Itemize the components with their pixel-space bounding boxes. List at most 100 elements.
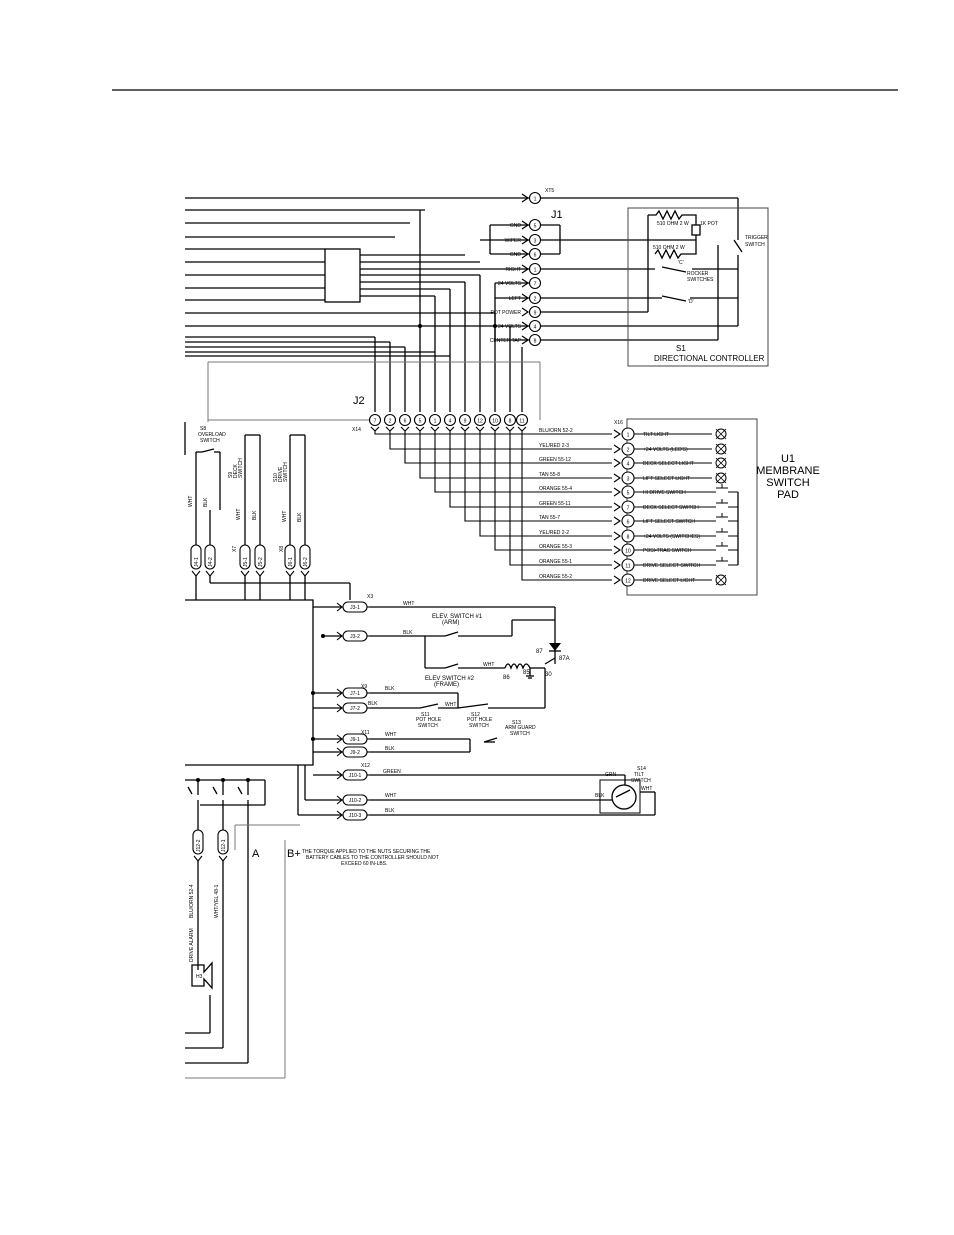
j2-label: J2: [353, 395, 365, 407]
alarm-label: DRIVE ALARM: [189, 928, 195, 962]
j12-connector: J12-1: [217, 829, 229, 862]
j2-pin-number: 11: [519, 419, 524, 425]
connector-label: J7-1: [350, 691, 360, 697]
torque-note-2: BATTERY CABLES TO THE CONTROLLER SHOULD …: [306, 855, 439, 861]
j1-pin-number: 7: [534, 282, 537, 288]
connector-label: J6-2: [303, 557, 309, 567]
d-label: 'D': [688, 299, 694, 305]
u1-pin-number: 3: [627, 477, 630, 483]
res1-label: 510 OHM 2 W: [657, 221, 689, 227]
j12-connector: J12-2: [192, 829, 204, 862]
s14-wht: WHT: [641, 786, 652, 792]
wire-blk-s10: BLK: [297, 512, 303, 522]
u1-wire-label: TAN 55-8: [539, 472, 560, 478]
j3-1-wire: WHT: [403, 601, 414, 607]
j1-pin-number: 5: [534, 224, 537, 230]
u1-pin-number: 11: [625, 564, 630, 570]
alarm-ref: H3: [196, 974, 203, 980]
j2-pin: 7: [368, 413, 382, 432]
connector-label: J10-2: [349, 798, 362, 804]
u1-title-3: SWITCH: [766, 477, 809, 489]
u1-wire-label: TAN 55-7: [539, 515, 560, 521]
u1-wire-label: ORANGE 55-2: [539, 574, 572, 580]
connector-label: J3-2: [350, 634, 360, 640]
rocker-label-1: ROCKER: [687, 271, 709, 277]
point-a: A: [252, 848, 260, 860]
vertical-connector: J4-1: [190, 544, 202, 577]
horizontal-connector: J10-3: [336, 809, 370, 821]
elev1-label: ELEV. SWITCH #1: [432, 614, 483, 620]
u1-row-label: LIFT SELECT SWITCH: [643, 519, 695, 525]
u1-title-1: U1: [781, 453, 795, 465]
j1-pin-number: 2: [534, 297, 537, 303]
j9-1-wire: WHT: [385, 732, 396, 738]
wht-yel-wire: WHT/YEL 48-1: [214, 884, 220, 918]
j1-pin-label: CENTER TAP: [490, 338, 522, 344]
x8-ref: X8: [279, 546, 285, 552]
u1-row-label: DECK SELECT SWITCH: [643, 505, 699, 511]
horizontal-connector: J7-2: [336, 702, 370, 714]
u1-wire-label: ORANGE 55-4: [539, 486, 572, 492]
junction-dot: [493, 324, 497, 328]
controller-module-box: [324, 248, 361, 303]
relay-contact-icon: [544, 657, 556, 665]
pushbutton-icon: [712, 484, 738, 493]
j2-pin-number: 9: [464, 419, 467, 425]
u1-pin-number: 4: [627, 462, 630, 468]
j1-pin-number: 1: [534, 197, 537, 203]
vertical-connector: J6-1: [284, 544, 296, 577]
elev2-wire: WHT: [483, 662, 494, 668]
vertical-connector: J4-2: [204, 544, 216, 577]
wire-wht-s10: WHT: [282, 511, 288, 522]
j1-pin-label: WIPER: [505, 238, 522, 244]
connector-label: J5-1: [243, 557, 249, 567]
j7-2-wire: BLK: [368, 701, 378, 707]
lamp-icon: [715, 574, 727, 586]
connector-label: J3-1: [350, 605, 360, 611]
u1-pin-number: 2: [627, 448, 630, 454]
resistor-2: [654, 235, 697, 260]
junction-dot: [311, 737, 315, 741]
x7-ref: X7: [232, 546, 238, 552]
j2-pin: 11: [515, 413, 529, 432]
s1-title: S1: [676, 344, 686, 353]
xt5-ref: XT5: [545, 188, 554, 194]
s9-label-3: SWITCH: [238, 458, 244, 478]
resistor-1: [648, 209, 697, 225]
elev2-sub: (FRAME): [434, 682, 459, 688]
u1-row-label: LIFT SELECT LIGHT: [643, 476, 690, 482]
j3-2-wire: BLK: [403, 630, 413, 636]
trigger-label-2: SWITCH: [745, 242, 765, 248]
j1-pin-number: 1: [534, 268, 537, 274]
blu-orn-wire: BLU/ORN 52-4: [189, 884, 195, 918]
wire-blk-s8: BLK: [203, 497, 209, 507]
u1-wire-label: ORANGE 55-1: [539, 559, 572, 565]
elev2-label: ELEV SWITCH #2: [425, 676, 475, 682]
j2-pin: 9: [458, 413, 472, 432]
s9-label-2: DECK: [233, 463, 239, 478]
connector-label: J6-1: [288, 557, 294, 567]
s10-label-1: S10: [273, 473, 279, 482]
j2-pin-number: 7: [374, 419, 377, 425]
u1-pin-number: 1: [627, 433, 630, 439]
u1-row-label: +24 VOLTS (LED'S): [643, 447, 688, 453]
u1-wire-label: BLU/ORN 52-2: [539, 428, 573, 434]
x9-ref: X9: [361, 684, 367, 690]
j1-pin-number: 4: [534, 325, 537, 331]
horizontal-connector: J9-1: [336, 733, 370, 745]
u1-row-label: TILT LIGHT: [643, 432, 669, 438]
j1-pin-label: POT POWER: [491, 310, 522, 316]
u1-pin-number: 6: [627, 520, 630, 526]
pushbutton-icon: [712, 542, 738, 551]
j2-pin: 10: [488, 413, 502, 432]
c-label: 'C': [678, 260, 684, 266]
connector-label: J12-2: [196, 839, 202, 852]
j2-pin-number: 2: [389, 419, 392, 425]
j2-pin: 8: [503, 413, 517, 432]
u1-title-4: PAD: [777, 489, 799, 501]
